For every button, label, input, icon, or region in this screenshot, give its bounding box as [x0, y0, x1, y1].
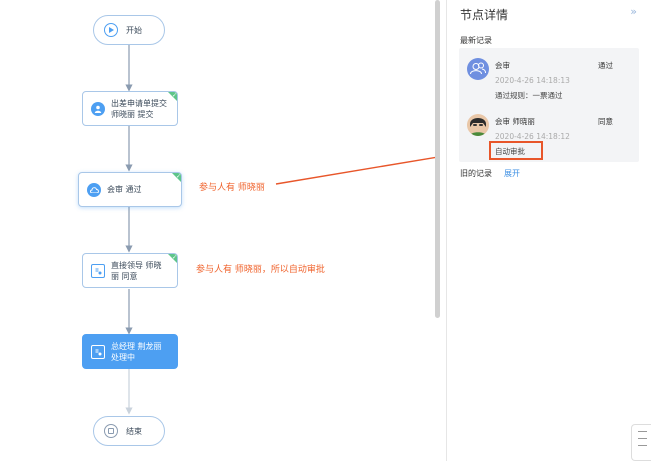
submit-status: 师晓丽 提交	[111, 109, 154, 119]
record-status: 同意	[598, 117, 613, 126]
flow-node-start[interactable]: 开始	[93, 15, 165, 45]
record-status: 通过	[598, 61, 613, 70]
play-icon	[104, 23, 118, 37]
start-label: 开始	[126, 25, 142, 35]
check-icon: ✓	[171, 254, 177, 261]
flow-node-gm[interactable]: 总经理 荆龙丽 处理中	[82, 334, 178, 369]
stop-icon	[104, 424, 118, 438]
gm-status: 处理中	[111, 352, 135, 362]
countersign-label: 会审 通过	[107, 185, 142, 194]
flow-node-submit[interactable]: ✓ 出差申请单提交 师晓丽 提交	[82, 91, 178, 126]
flow-node-leader[interactable]: ✓ 直接领导 师晓 丽 同意	[82, 253, 178, 288]
flow-scrollbar[interactable]	[435, 0, 440, 318]
comment-highlight-box	[489, 141, 543, 160]
records-card: 会审 通过 2020-4-26 14:18:13 通过规则：一票通过 会审 师晓…	[459, 48, 639, 162]
leader-title: 直接领导 师晓	[111, 260, 162, 270]
latest-records-label: 最新记录	[460, 36, 492, 45]
flow-canvas: 开始 ✓ 出差申请单提交 师晓丽 提交 ✓ 会审 通过 ✓ 直接领导 师晓 丽 …	[78, 0, 440, 446]
record-name: 会审	[495, 61, 510, 70]
flow-connectors	[87, 45, 440, 415]
user-photo-avatar	[467, 114, 489, 136]
record-time: 2020-4-26 14:18:12	[495, 132, 570, 141]
double-chevron-right-icon[interactable]: »	[630, 5, 637, 18]
leader-status: 丽 同意	[111, 271, 138, 281]
record-rule: 通过规则：一票通过	[495, 91, 563, 100]
record-item: 会审 师晓丽 同意 2020-4-26 14:18:12 自动审批	[459, 106, 639, 162]
old-records-label: 旧的记录	[460, 169, 492, 178]
group-icon	[467, 58, 489, 80]
check-icon: ✓	[175, 173, 181, 180]
expand-link[interactable]: 展开	[504, 169, 520, 178]
menu-icon[interactable]	[631, 424, 651, 461]
flow-node-end[interactable]: 结束	[93, 416, 165, 446]
check-icon: ✓	[171, 92, 177, 99]
leader-text: 直接领导 师晓 丽 同意	[111, 260, 162, 282]
record-time: 2020-4-26 14:18:13	[495, 76, 570, 85]
leader-annotation: 参与人有 师晓丽，所以自动审批	[196, 265, 325, 275]
cloud-icon	[87, 182, 101, 197]
document-icon	[91, 263, 105, 278]
submit-title: 出差申请单提交	[111, 98, 167, 108]
panel-title: 节点详情	[460, 8, 509, 22]
gm-text: 总经理 荆龙丽 处理中	[111, 341, 162, 363]
record-item: 会审 通过 2020-4-26 14:18:13 通过规则：一票通过	[459, 48, 639, 104]
countersign-annotation: 参与人有 师晓丽	[199, 183, 265, 193]
record-name: 会审 师晓丽	[495, 117, 535, 126]
submit-text: 出差申请单提交 师晓丽 提交	[111, 98, 167, 120]
end-label: 结束	[126, 426, 142, 436]
record-comment: 自动审批	[495, 147, 525, 156]
document-icon	[91, 344, 105, 359]
gm-title: 总经理 荆龙丽	[111, 341, 162, 351]
user-icon	[91, 101, 105, 116]
node-detail-panel: 节点详情 » 最新记录 会审 通过 2020-4-26 14:18:13 通过规…	[446, 0, 651, 461]
flow-node-countersign[interactable]: ✓ 会审 通过	[78, 172, 182, 207]
